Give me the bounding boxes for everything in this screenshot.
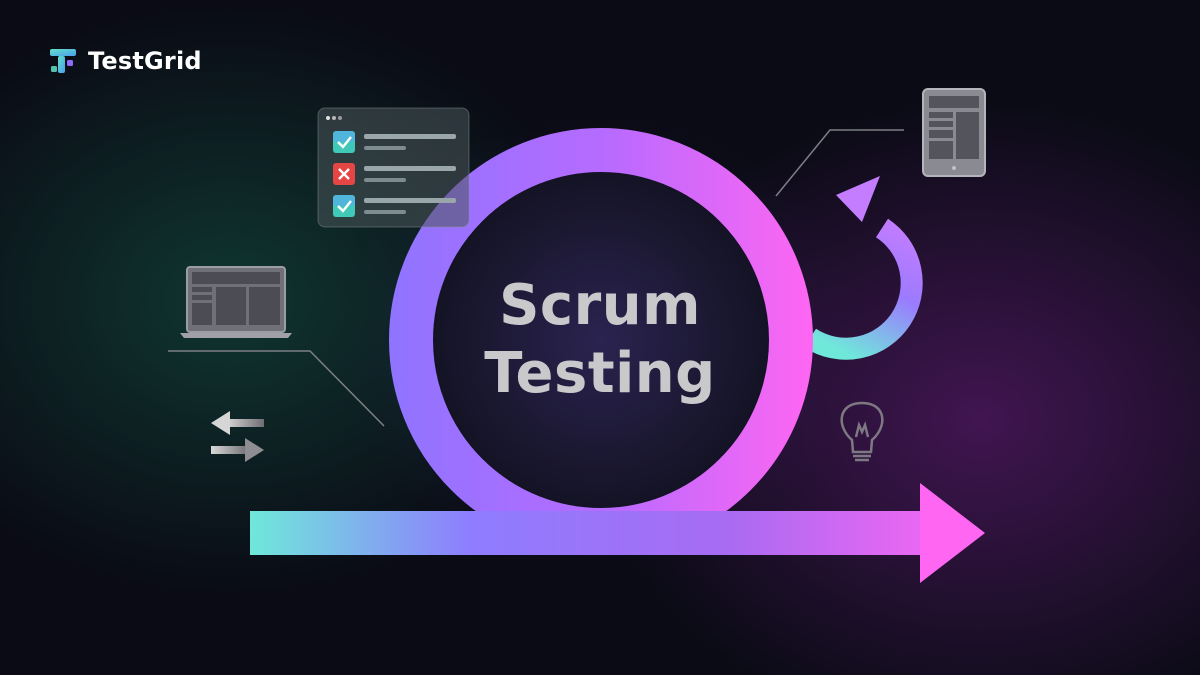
ring-center <box>411 150 791 530</box>
laptop-connector-line <box>168 350 385 427</box>
transfer-arrows-icon <box>211 411 264 462</box>
cycle-arrow-icon <box>803 176 923 360</box>
tablet-icon <box>922 88 986 177</box>
checklist-item <box>333 195 456 217</box>
checklist-item <box>333 163 456 185</box>
tablet-connector-line <box>775 129 904 197</box>
checklist-item <box>333 131 456 153</box>
brand-logo[interactable]: TestGrid <box>48 46 202 76</box>
check-icon <box>337 136 352 149</box>
cross-icon <box>338 168 350 180</box>
check-icon <box>337 200 352 213</box>
lightbulb-icon <box>840 401 884 462</box>
progress-arrow-icon <box>250 483 985 583</box>
testgrid-logo-icon <box>50 49 76 73</box>
laptop-icon <box>180 266 292 338</box>
hero-title-line2: Testing <box>484 341 716 406</box>
hero-title-line1: Scrum <box>499 273 701 338</box>
checklist-card <box>317 107 470 228</box>
brand-name: TestGrid <box>88 47 202 75</box>
